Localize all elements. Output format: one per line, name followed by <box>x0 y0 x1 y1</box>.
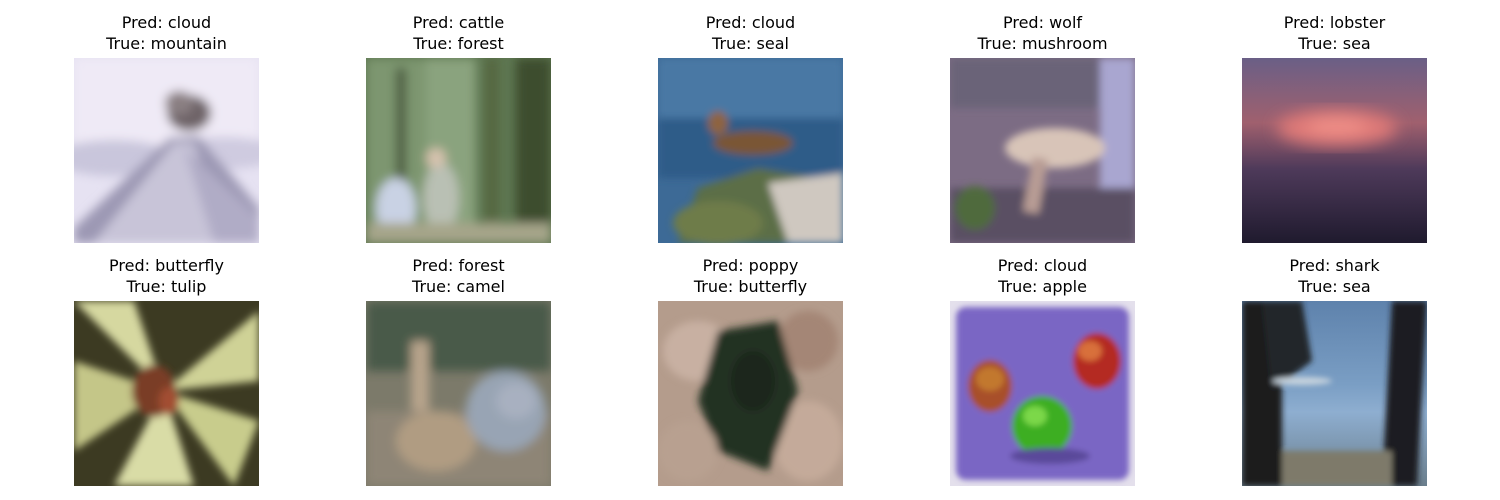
sample-caption: Pred: cloud True: mountain <box>14 12 319 54</box>
true-label: butterfly <box>738 277 808 296</box>
sample-image-sea-trees <box>1242 301 1427 486</box>
sample-caption: Pred: cattle True: forest <box>306 12 611 54</box>
sample-caption: Pred: shark True: sea <box>1182 255 1487 297</box>
true-label: forest <box>457 34 504 53</box>
sample-caption: Pred: lobster True: sea <box>1182 12 1487 54</box>
sample-image-butterfly <box>658 301 843 486</box>
pred-line: Pred: butterfly <box>109 256 224 275</box>
true-label: mountain <box>150 34 227 53</box>
true-label: apple <box>1042 277 1087 296</box>
sample-image-camel <box>366 301 551 486</box>
sample-caption: Pred: cloud True: seal <box>598 12 903 54</box>
pred-line: Pred: cloud <box>997 256 1088 275</box>
sample-caption: Pred: forest True: camel <box>306 255 611 297</box>
pred-line: Pred: cloud <box>705 13 796 32</box>
pred-label: cloud <box>167 13 212 32</box>
sample-image-lily <box>74 301 259 486</box>
pred-line: Pred: cattle <box>412 13 505 32</box>
pred-line: Pred: lobster <box>1283 13 1386 32</box>
pred-label: butterfly <box>155 256 224 275</box>
pred-label: cloud <box>1043 256 1088 275</box>
pred-line: Pred: forest <box>412 256 505 275</box>
sample-image-apples <box>950 301 1135 486</box>
true-line: True: mushroom <box>977 34 1108 53</box>
sample-image-forest <box>366 58 551 243</box>
pred-label: shark <box>1335 256 1380 275</box>
pred-label: poppy <box>748 256 799 275</box>
true-label: seal <box>756 34 789 53</box>
pred-label: lobster <box>1329 13 1386 32</box>
true-label: tulip <box>171 277 207 296</box>
true-line: True: camel <box>412 277 505 296</box>
sample-caption: Pred: poppy True: butterfly <box>598 255 903 297</box>
sample-caption: Pred: wolf True: mushroom <box>890 12 1195 54</box>
true-line: True: forest <box>413 34 504 53</box>
sample-image-sea-sunset <box>1242 58 1427 243</box>
true-label: sea <box>1342 34 1371 53</box>
true-label: camel <box>456 277 505 296</box>
true-line: True: sea <box>1298 34 1371 53</box>
true-line: True: butterfly <box>693 277 808 296</box>
sample-image-volcano <box>74 58 259 243</box>
pred-label: forest <box>458 256 505 275</box>
pred-line: Pred: cloud <box>121 13 212 32</box>
sample-caption: Pred: cloud True: apple <box>890 255 1195 297</box>
pred-label: cattle <box>458 13 505 32</box>
pred-label: cloud <box>751 13 796 32</box>
sample-image-seal <box>658 58 843 243</box>
true-label: mushroom <box>1021 34 1108 53</box>
pred-line: Pred: wolf <box>1002 13 1083 32</box>
sample-image-mushroom <box>950 58 1135 243</box>
pred-label: wolf <box>1049 13 1083 32</box>
true-line: True: mountain <box>106 34 227 53</box>
pred-line: Pred: shark <box>1289 256 1380 275</box>
pred-line: Pred: poppy <box>702 256 799 275</box>
sample-caption: Pred: butterfly True: tulip <box>14 255 319 297</box>
true-line: True: seal <box>712 34 789 53</box>
true-line: True: tulip <box>126 277 207 296</box>
true-line: True: sea <box>1298 277 1371 296</box>
true-label: sea <box>1342 277 1371 296</box>
true-line: True: apple <box>998 277 1087 296</box>
